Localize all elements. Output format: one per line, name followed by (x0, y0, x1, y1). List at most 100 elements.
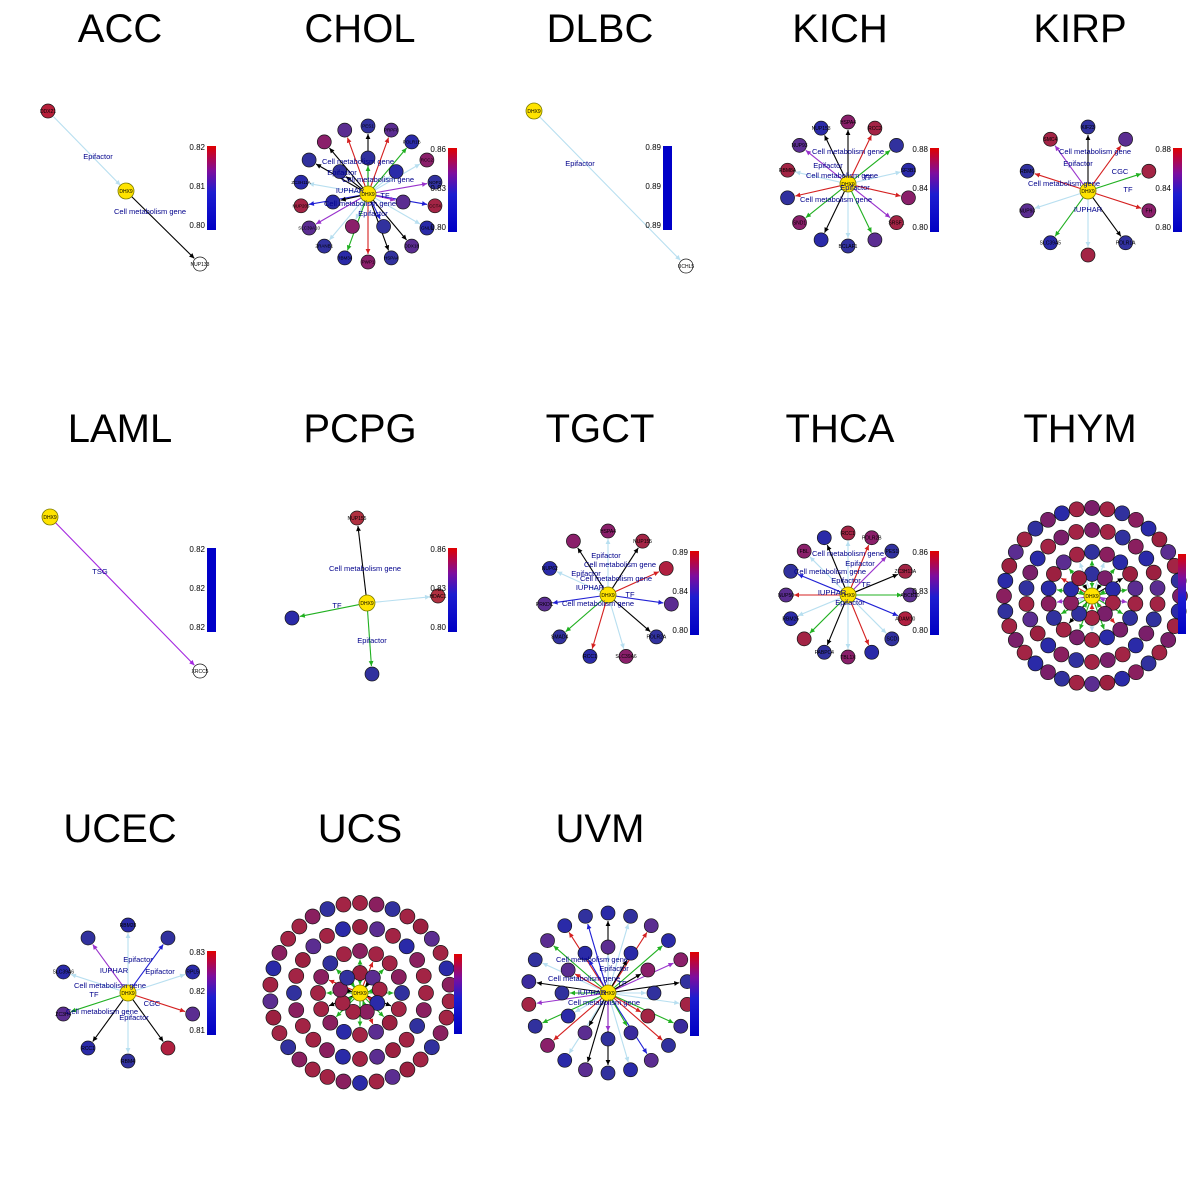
edge-arrowhead (1078, 597, 1085, 603)
edge-line (55, 522, 195, 666)
edge-arrowhead (388, 990, 394, 996)
gene-node (383, 250, 399, 266)
gene-node (816, 530, 832, 546)
panel-title: KIRP (1033, 7, 1127, 51)
edge-line (824, 190, 846, 233)
gene-node-label: ZC3H11A (291, 180, 310, 185)
colorbar (690, 952, 699, 1036)
edge-label: Cell metabolism gene (114, 207, 186, 216)
gene-node-label: POLR2A (647, 635, 667, 641)
gene-node (780, 190, 795, 206)
gene-node (901, 162, 916, 178)
gene-node (427, 198, 443, 214)
edge-line (1054, 145, 1084, 185)
edge-arrowhead (336, 1011, 342, 1017)
edge-arrowhead (536, 1000, 543, 1005)
edge-label: Epifactor (591, 551, 621, 560)
edge-arrowhead (1135, 204, 1142, 210)
edge-arrowhead (1061, 578, 1067, 583)
edge-arrowhead (1117, 609, 1123, 614)
edge-arrowhead (809, 627, 816, 634)
gene-node (365, 969, 381, 986)
edge-arrowhead (605, 1060, 611, 1065)
gene-node (623, 1062, 638, 1078)
gene-node (1127, 637, 1144, 654)
colorbar-tick: 0.80 (430, 223, 446, 232)
gene-node (284, 610, 300, 626)
edge-line (372, 199, 407, 241)
edge-label: Cell metabolism gene (329, 564, 401, 573)
edge-line (131, 196, 195, 259)
gene-node (643, 1052, 659, 1068)
colorbar (663, 146, 672, 230)
gene-node (369, 995, 386, 1011)
edge-arrowhead (158, 1036, 164, 1042)
edge-label: Cell metabolism gene (74, 981, 146, 990)
gene-node-label: RBM6 (1020, 169, 1034, 175)
gene-node-label: PES1 (885, 549, 898, 555)
gene-node-label: XRCC5 (192, 669, 209, 675)
edge-line (855, 185, 901, 197)
gene-node (1138, 625, 1155, 642)
gene-node (1055, 554, 1072, 571)
edge-arrowhead (299, 613, 306, 618)
colorbar (454, 954, 462, 1034)
gene-node-label: SLC39A5 (1040, 241, 1062, 247)
gene-node (271, 945, 288, 961)
edge-arrowhead (892, 574, 898, 579)
gene-node (399, 908, 416, 925)
network-graph: DHX9 (996, 500, 1188, 692)
edge-arrowhead (389, 196, 396, 202)
gene-node (381, 955, 398, 972)
edge-line (367, 610, 372, 667)
colorbar-tick: 0.80 (912, 626, 928, 635)
edge-arrowhead (1079, 562, 1084, 569)
colorbar (207, 951, 216, 1035)
edge-arrowhead (569, 1048, 574, 1054)
gene-node-label: SCD (887, 637, 898, 643)
gene-node-label: NUP62 (542, 566, 558, 572)
gene-node-label: HSPA4 (840, 120, 856, 126)
gene-node-label: PES1 (362, 124, 374, 129)
gene-node (813, 232, 829, 248)
edge-arrowhead (1089, 626, 1095, 632)
gene-node (1069, 629, 1085, 646)
gene-node (358, 1003, 375, 1020)
gene-node (1068, 674, 1085, 691)
gene-node (1128, 511, 1144, 528)
edge-arrowhead (589, 960, 594, 966)
edge-arrowhead (366, 997, 373, 1002)
edge-arrowhead (346, 244, 352, 251)
edge-line (609, 923, 629, 986)
edge-arrowhead (346, 176, 352, 182)
colorbar (207, 146, 216, 230)
gene-node (388, 164, 404, 179)
gene-node-label: SMC4 (1043, 137, 1057, 143)
gene-node (663, 596, 679, 612)
edge-arrowhead (827, 545, 832, 551)
gene-node (316, 238, 332, 254)
edge-arrowhead (586, 1056, 592, 1063)
gene-node (438, 1009, 455, 1026)
hub-node-label: DHX9 (1085, 594, 1099, 600)
edge-arrowhead (620, 643, 625, 649)
colorbar-tick: 0.80 (672, 626, 688, 635)
edge-label: CGC (1112, 167, 1129, 176)
gene-node (319, 1069, 336, 1085)
gene-node (335, 1073, 352, 1090)
edge-arrowhead (605, 955, 611, 960)
gene-node (1151, 531, 1168, 548)
gene-node (1084, 500, 1100, 516)
gene-node (1149, 580, 1166, 596)
gene-node (1114, 505, 1130, 522)
gene-node (1018, 596, 1035, 612)
edge-arrowhead (347, 997, 354, 1002)
edge-label: Cell metabolism gene (580, 574, 652, 583)
hub-node (119, 984, 137, 1002)
edge-line (375, 183, 428, 194)
gene-node (332, 981, 349, 998)
gene-node (404, 134, 420, 150)
edge-arrowhead (798, 574, 804, 579)
